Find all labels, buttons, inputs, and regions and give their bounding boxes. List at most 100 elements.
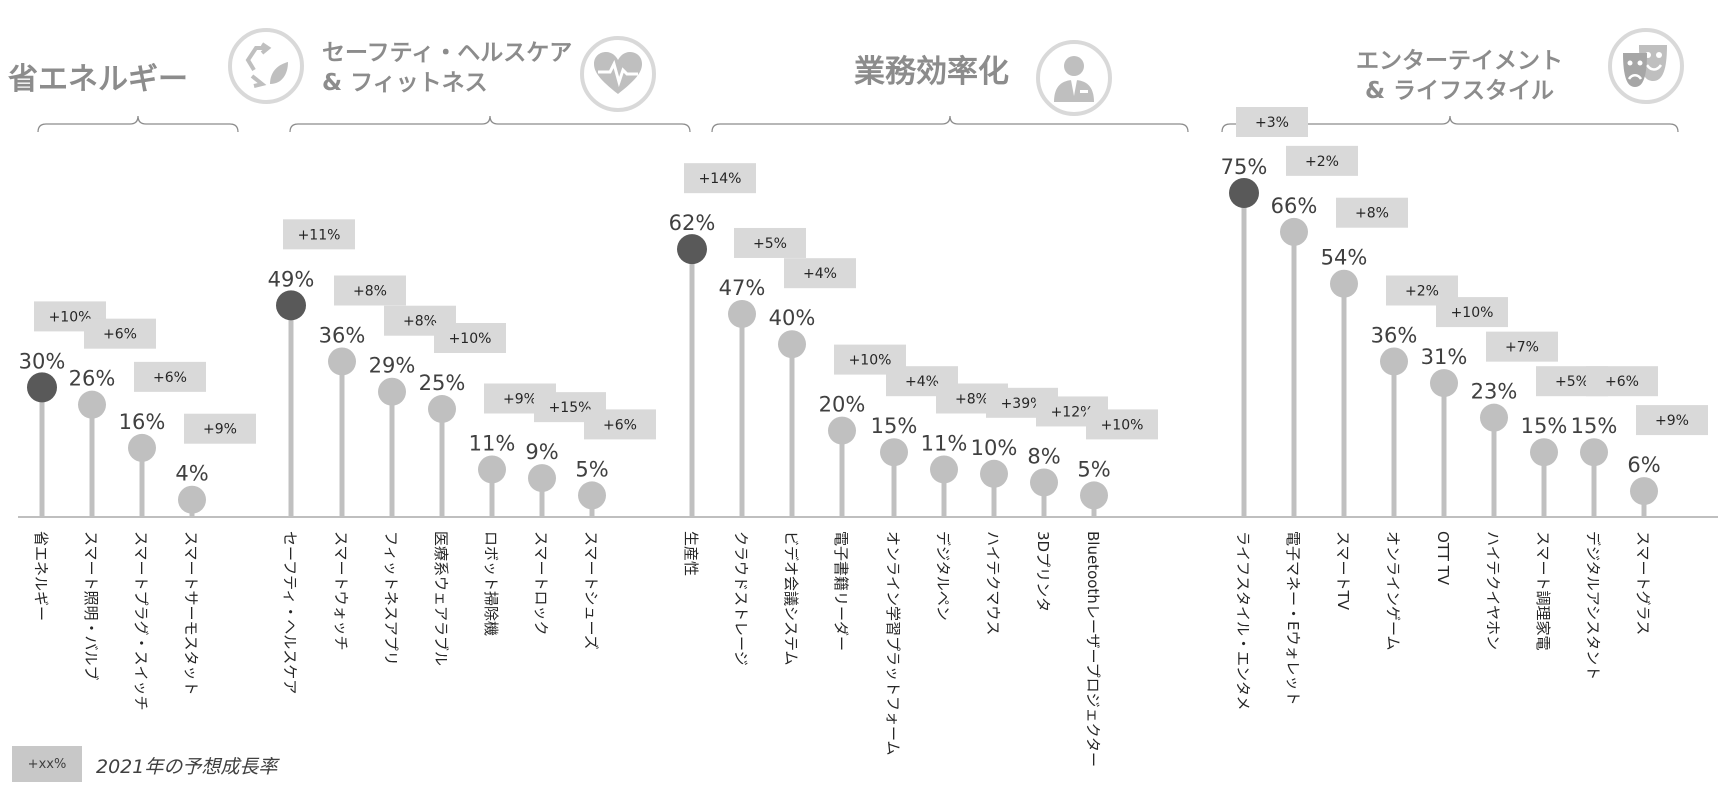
lollipop-point: [128, 433, 156, 462]
growth-label: +10%: [1451, 305, 1494, 321]
growth-box: [334, 275, 406, 306]
value-label: 23%: [1471, 380, 1518, 404]
value-label: 9%: [525, 440, 558, 464]
growth-label: +6%: [103, 327, 137, 343]
growth-label: +9%: [503, 391, 537, 407]
value-label: 6%: [1627, 453, 1660, 477]
lollipop-point: [1380, 347, 1408, 376]
category-title-health: セーフティ・ヘルスケア & フィットネス: [322, 40, 573, 96]
category-label: ライフスタイル・エンタメ: [1234, 531, 1252, 711]
growth-box: [1486, 331, 1558, 362]
value-label: 62%: [669, 211, 716, 235]
category-label: ハイテクイヤホン: [1484, 531, 1502, 650]
value-label: 8%: [1027, 444, 1060, 468]
category-label: デジタルアシスタント: [1584, 531, 1602, 680]
lollipop-point: [78, 390, 106, 419]
lollipop-point: [930, 455, 958, 484]
growth-label: +10%: [49, 309, 92, 325]
category-label: オンラインゲーム: [1384, 531, 1402, 651]
growth-label: +9%: [1655, 413, 1689, 429]
lollipop-point: [1580, 438, 1608, 467]
growth-label: +10%: [1101, 417, 1144, 433]
growth-box: [734, 227, 806, 258]
category-label: スマートグラス: [1634, 531, 1652, 635]
value-label: 10%: [971, 436, 1018, 460]
value-label: 75%: [1221, 155, 1268, 179]
legend-growth-text: 2021年の予想成長率: [96, 756, 278, 778]
value-label: 29%: [369, 354, 416, 378]
category-label: スマート調理家電: [1534, 531, 1552, 651]
value-label: 15%: [1521, 414, 1568, 438]
category-label: スマートロック: [532, 531, 550, 636]
growth-box: [1586, 366, 1658, 397]
category-title-energy: 省エネルギー: [8, 62, 188, 97]
value-label: 40%: [769, 306, 816, 330]
growth-box: [784, 258, 856, 289]
growth-label: +5%: [1555, 374, 1589, 390]
growth-label: +10%: [449, 331, 492, 347]
growth-label: +12%: [1051, 404, 1094, 420]
group-bracket-3: [1221, 115, 1679, 133]
growth-label: +4%: [905, 374, 939, 390]
value-label: 15%: [1571, 414, 1618, 438]
lollipop-point: [1530, 438, 1558, 467]
lollipop-point: [328, 347, 356, 376]
growth-label: +2%: [1305, 154, 1339, 170]
category-label: スマート照明・バルブ: [82, 531, 100, 681]
category-label: セーフティ・ヘルスケア: [281, 531, 299, 694]
growth-label: +9%: [203, 422, 237, 438]
growth-label: +6%: [1605, 374, 1639, 390]
value-label: 31%: [1421, 345, 1468, 369]
category-label: 3Dプリンタ: [1034, 531, 1052, 612]
growth-box: [134, 361, 206, 392]
value-label: 16%: [119, 410, 166, 434]
category-title-life: エンターテイメント & ライフスタイル: [1356, 48, 1563, 104]
growth-box: [584, 409, 656, 440]
lollipop-point: [828, 416, 856, 445]
lollipop-point: [478, 455, 506, 484]
category-label: フィットネスアプリ: [382, 531, 400, 666]
group-bracket-2: [711, 115, 1189, 133]
category-label: 電子書籍リーダー: [832, 531, 850, 651]
value-label: 26%: [69, 367, 116, 391]
category-title-work: 業務効率化: [854, 54, 1009, 90]
growth-label: +15%: [549, 400, 592, 416]
value-label: 54%: [1321, 246, 1368, 270]
growth-label: +14%: [699, 171, 742, 187]
value-label: 11%: [921, 431, 968, 455]
category-label: スマートウォッチ: [332, 531, 350, 651]
category-label: デジタルペン: [934, 531, 952, 621]
category-label: ビデオ会議システム: [782, 531, 800, 666]
category-label: Bluetoothレーザープロジェクター: [1084, 531, 1102, 767]
category-label: スマートプラグ・スイッチ: [132, 531, 150, 711]
value-label: 15%: [871, 414, 918, 438]
lollipop-point: [728, 299, 756, 328]
value-label: 5%: [575, 457, 608, 481]
value-label: 4%: [175, 462, 208, 486]
growth-box: [1636, 405, 1708, 436]
heart-pulse-icon: [580, 36, 656, 112]
growth-box: [684, 163, 756, 194]
lollipop-point: [980, 459, 1008, 488]
lollipop-point: [578, 481, 606, 510]
lollipop-point: [1080, 481, 1108, 510]
category-label: 医療系ウェアラブル: [432, 531, 450, 666]
growth-label: +8%: [1355, 206, 1389, 222]
value-label: 11%: [469, 431, 516, 455]
growth-box: [434, 323, 506, 353]
lollipop-point: [528, 464, 556, 493]
lollipop-point: [1480, 403, 1508, 432]
growth-box: [1336, 197, 1408, 228]
lollipop-point: [276, 290, 306, 321]
theater-masks-icon: [1608, 28, 1684, 104]
lollipop-point: [1430, 369, 1458, 398]
lollipop-point: [1330, 269, 1358, 298]
businessman-icon: [1036, 40, 1112, 116]
value-label: 5%: [1077, 457, 1110, 481]
growth-box: [1286, 145, 1358, 176]
growth-label: +5%: [753, 236, 787, 252]
category-label: オンライン学習プラットフォーム: [884, 531, 902, 756]
group-bracket-1: [289, 115, 691, 133]
growth-box: [1086, 409, 1158, 440]
